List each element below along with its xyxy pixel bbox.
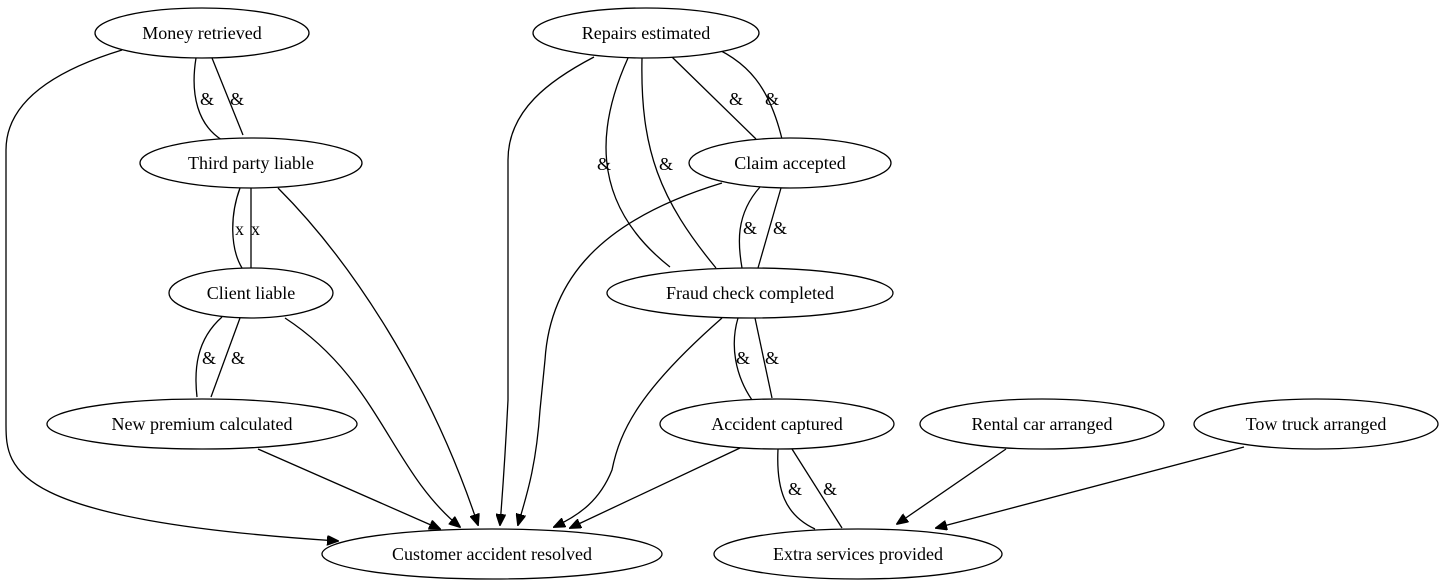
edge-claim-accepted-fraud-check-completed-b	[757, 187, 782, 269]
node-third-party-liable-label: Third party liable	[188, 153, 314, 173]
edge-fraud-check-completed-accident-captured-b	[754, 317, 773, 399]
edge-label-and: &	[823, 479, 837, 499]
node-tow-truck-arranged-label: Tow truck arranged	[1246, 414, 1387, 434]
edge-money-retrieved-third-party-liable-b	[211, 57, 244, 136]
node-claim-accepted[interactable]: Claim accepted	[688, 137, 892, 189]
edge-third-party-liable-customer-accident-resolved	[277, 187, 478, 525]
edge-label-and: &	[736, 348, 750, 368]
node-extra-services-provided[interactable]: Extra services provided	[713, 528, 1003, 580]
edge-repairs-estimated-claim-accepted-a	[671, 56, 757, 140]
node-rental-car-arranged-label: Rental car arranged	[972, 414, 1113, 434]
edge-claim-accepted-fraud-check-completed-a	[738, 186, 761, 269]
edge-third-party-liable-client-liable-a	[232, 187, 243, 269]
node-accident-captured-label: Accident captured	[711, 414, 842, 434]
node-repairs-estimated-label: Repairs estimated	[582, 23, 710, 43]
edge-client-liable-new-premium-calculated-a	[195, 316, 223, 398]
edge-tow-truck-arranged-extra-services-provided	[936, 446, 1245, 528]
node-third-party-liable[interactable]: Third party liable	[139, 137, 363, 189]
node-new-premium-calculated-label: New premium calculated	[112, 414, 293, 434]
edge-client-liable-new-premium-calculated-b	[210, 317, 241, 398]
edge-fraud-check-completed-accident-captured-a	[733, 317, 753, 401]
node-extra-services-provided-label: Extra services provided	[773, 544, 943, 564]
edge-fraud-check-completed-customer-accident-resolved	[554, 317, 723, 527]
edge-repairs-estimated-fraud-check-completed-a	[605, 57, 671, 268]
edge-label-xor: x	[251, 219, 260, 239]
edge-label-and: &	[773, 218, 787, 238]
node-money-retrieved-label: Money retrieved	[142, 23, 261, 43]
edge-label-and: &	[202, 348, 216, 368]
edge-accident-captured-extra-services-provided-a	[777, 448, 816, 530]
node-tow-truck-arranged[interactable]: Tow truck arranged	[1193, 398, 1439, 450]
edge-accident-captured-extra-services-provided-b	[791, 448, 843, 529]
node-claim-accepted-label: Claim accepted	[734, 153, 845, 173]
edge-money-retrieved-third-party-liable-a	[193, 57, 223, 141]
edge-label-xor: x	[235, 219, 244, 239]
edge-label-and: &	[765, 348, 779, 368]
node-fraud-check-completed-label: Fraud check completed	[666, 283, 834, 303]
edge-label-and: &	[729, 89, 743, 109]
node-client-liable-label: Client liable	[207, 283, 295, 303]
node-customer-accident-resolved-label: Customer accident resolved	[392, 544, 592, 564]
edge-label-and: &	[231, 348, 245, 368]
node-fraud-check-completed[interactable]: Fraud check completed	[606, 267, 894, 319]
edge-label-and: &	[743, 218, 757, 238]
node-accident-captured[interactable]: Accident captured	[659, 398, 895, 450]
edge-new-premium-calculated-customer-accident-resolved	[257, 448, 440, 529]
edge-money-retrieved-customer-accident-resolved	[5, 49, 338, 541]
edge-label-and: &	[788, 479, 802, 499]
edge-rental-car-arranged-extra-services-provided	[897, 448, 1007, 524]
edge-repairs-estimated-fraud-check-completed-b	[641, 57, 717, 269]
edge-accident-captured-customer-accident-resolved	[570, 447, 741, 528]
node-repairs-estimated[interactable]: Repairs estimated	[532, 7, 760, 59]
node-rental-car-arranged[interactable]: Rental car arranged	[919, 398, 1165, 450]
edge-repairs-estimated-customer-accident-resolved	[500, 56, 595, 525]
node-money-retrieved[interactable]: Money retrieved	[94, 7, 310, 59]
edge-label-and: &	[765, 89, 779, 109]
edge-claim-accepted-customer-accident-resolved	[518, 182, 723, 525]
node-client-liable[interactable]: Client liable	[168, 267, 334, 319]
edge-label-and: &	[200, 89, 214, 109]
edge-client-liable-customer-accident-resolved	[284, 317, 460, 527]
node-customer-accident-resolved[interactable]: Customer accident resolved	[321, 528, 663, 580]
edge-label-and: &	[230, 89, 244, 109]
node-new-premium-calculated[interactable]: New premium calculated	[46, 398, 358, 450]
edge-label-and: &	[597, 154, 611, 174]
edge-label-and: &	[659, 154, 673, 174]
